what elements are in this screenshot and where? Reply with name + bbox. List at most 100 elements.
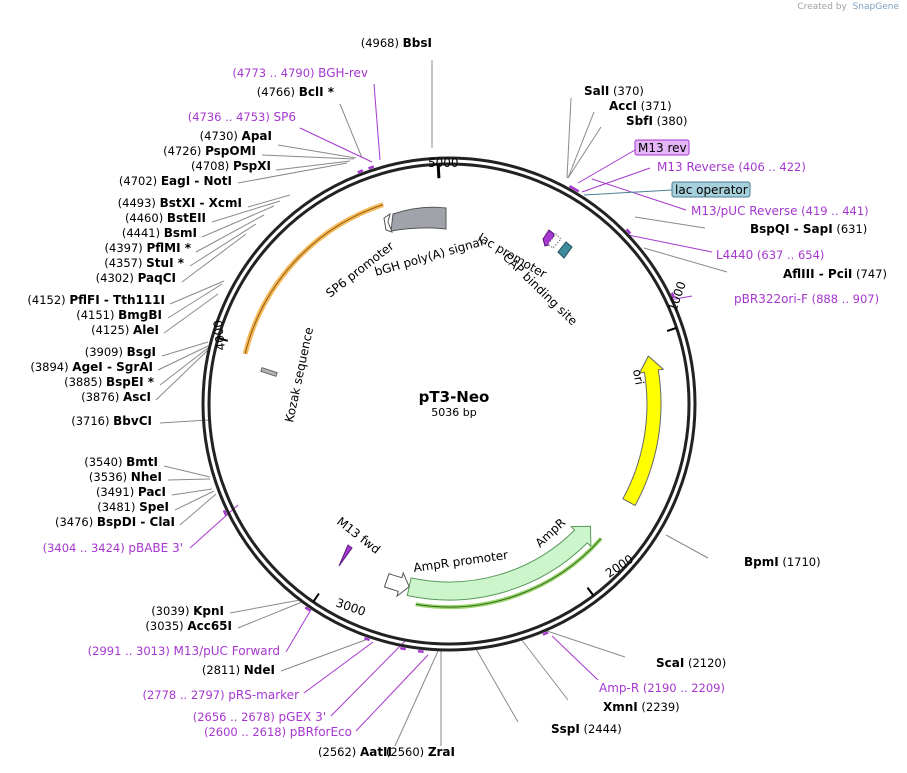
enzyme-position: (3894) bbox=[30, 360, 72, 374]
primer-site-sp6[interactable]: (4736 .. 4753) SP6 bbox=[188, 110, 296, 124]
enzyme-name: StuI * bbox=[146, 256, 185, 270]
primer-site-m13-reverse[interactable]: M13 Reverse (406 .. 422) bbox=[657, 160, 806, 174]
leader-line-acci bbox=[567, 111, 595, 179]
leader-line-bbvci bbox=[159, 419, 209, 424]
enzyme-site-bspqi-sapi[interactable]: BspQI - SapI (631) bbox=[750, 222, 867, 236]
enzyme-site-bspdi-clai[interactable]: (3476) BspDI - ClaI bbox=[55, 515, 175, 529]
enzyme-name: PspOMI bbox=[205, 144, 256, 158]
primer-leader-m13-puc-reverse bbox=[591, 178, 687, 211]
enzyme-name: PflFI - Tth111I bbox=[69, 293, 165, 307]
feature-cap-site-mark[interactable] bbox=[557, 241, 573, 259]
primer-site-m13-puc-reverse[interactable]: M13/pUC Reverse (419 .. 441) bbox=[691, 204, 869, 218]
leader-line-scai bbox=[543, 629, 626, 658]
enzyme-position: (4702) bbox=[119, 174, 161, 188]
enzyme-site-ndei[interactable]: (2811) NdeI bbox=[202, 663, 275, 677]
enzyme-site-pflfi-tth111i[interactable]: (4152) PflFI - Tth111I bbox=[27, 293, 165, 307]
enzyme-site-bpmi[interactable]: BpmI (1710) bbox=[744, 555, 821, 569]
primer-leader-amp-r bbox=[551, 635, 599, 681]
feature-kozak-mark[interactable] bbox=[260, 367, 278, 377]
primer-name: pBABE 3' bbox=[128, 541, 183, 555]
credit-prefix: Created by bbox=[797, 2, 847, 12]
enzyme-site-scai[interactable]: ScaI (2120) bbox=[656, 656, 726, 670]
enzyme-site-label: (3909) BsgI bbox=[85, 345, 156, 359]
enzyme-site-eagi-noti[interactable]: (4702) EagI - NotI bbox=[119, 174, 232, 188]
enzyme-site-nhei[interactable]: (3536) NheI bbox=[89, 470, 162, 484]
enzyme-position: (4397) bbox=[105, 241, 147, 255]
enzyme-site-bsmi[interactable]: (4441) BsmI bbox=[122, 226, 197, 240]
primer-mark-l4440 bbox=[625, 228, 632, 235]
enzyme-site-acc65i[interactable]: (3035) Acc65I bbox=[145, 619, 232, 633]
enzyme-site-aatii[interactable]: (2562) AatII bbox=[318, 745, 392, 759]
enzyme-site-bstxi-xcmi[interactable]: (4493) BstXI - XcmI bbox=[118, 196, 242, 210]
tick-label-4000: 4000 bbox=[211, 319, 228, 351]
enzyme-site-stui[interactable]: (4357) StuI * bbox=[104, 256, 184, 270]
boxed-label-lac-operator[interactable]: lac operator bbox=[671, 181, 751, 198]
enzyme-site-xmni[interactable]: XmnI (2239) bbox=[603, 700, 680, 714]
enzyme-site-sbfi[interactable]: SbfI (380) bbox=[626, 114, 688, 128]
primer-site-prs-marker[interactable]: (2778 .. 2797) pRS-marker bbox=[142, 688, 299, 702]
primer-range: (2600 .. 2618) bbox=[204, 725, 290, 739]
enzyme-site-sali[interactable]: SalI (370) bbox=[584, 84, 644, 98]
primer-site-pgex-3[interactable]: (2656 .. 2678) pGEX 3' bbox=[193, 710, 326, 724]
primer-site-amp-r[interactable]: Amp-R (2190 .. 2209) bbox=[599, 681, 725, 695]
enzyme-position: (4730) bbox=[200, 129, 242, 143]
primer-site-pbabe-3[interactable]: (3404 .. 3424) pBABE 3' bbox=[43, 541, 183, 555]
enzyme-site-paqci[interactable]: (4302) PaqCI bbox=[96, 271, 176, 285]
enzyme-site-alei[interactable]: (4125) AleI bbox=[91, 323, 159, 337]
primer-site-pbrforeco[interactable]: (2600 .. 2618) pBRforEco bbox=[204, 725, 352, 739]
leader-line-bmgbi bbox=[167, 283, 223, 319]
primer-site-bgh-rev[interactable]: (4773 .. 4790) BGH-rev bbox=[232, 66, 368, 80]
feature-ampr-promoter-arrow[interactable] bbox=[383, 571, 410, 598]
enzyme-site-bbvci[interactable]: (3716) BbvCI bbox=[71, 414, 152, 428]
leader-line-bcli bbox=[339, 103, 363, 159]
enzyme-site-pspxi[interactable]: (4708) PspXI bbox=[191, 159, 271, 173]
enzyme-site-bsteii[interactable]: (4460) BstEII bbox=[125, 211, 206, 225]
primer-site-l4440[interactable]: L4440 (637 .. 654) bbox=[716, 248, 824, 262]
enzyme-site-bbsi[interactable]: (4968) BbsI bbox=[361, 36, 432, 50]
enzyme-site-kpni[interactable]: (3039) KpnI bbox=[151, 604, 224, 618]
feature-ampr-arrow[interactable] bbox=[406, 525, 592, 601]
enzyme-site-asci[interactable]: (3876) AscI bbox=[81, 390, 151, 404]
enzyme-site-spei[interactable]: (3481) SpeI bbox=[97, 500, 169, 514]
enzyme-site-bsgi[interactable]: (3909) BsgI bbox=[85, 345, 156, 359]
primer-label: (4773 .. 4790) BGH-rev bbox=[232, 66, 368, 80]
feature-sp6-promoter-arrow[interactable] bbox=[383, 212, 393, 233]
primer-leader-sp6 bbox=[299, 127, 373, 163]
enzyme-site-zrai[interactable]: (2560) ZraI bbox=[386, 745, 455, 759]
enzyme-site-label: (4968) BbsI bbox=[361, 36, 432, 50]
enzyme-name: SpeI bbox=[139, 500, 169, 514]
enzyme-site-bmgbi[interactable]: (4151) BmgBI bbox=[76, 308, 162, 322]
enzyme-site-bmti[interactable]: (3540) BmtI bbox=[84, 455, 158, 469]
enzyme-site-label: (3039) KpnI bbox=[151, 604, 224, 618]
enzyme-site-paci[interactable]: (3491) PacI bbox=[96, 485, 166, 499]
leader-line-pspxi bbox=[275, 160, 351, 171]
primer-name: pGEX 3' bbox=[279, 710, 326, 724]
enzyme-site-bcli[interactable]: (4766) BclI * bbox=[257, 85, 335, 99]
primer-site-pbr322ori-f[interactable]: pBR322ori-F (888 .. 907) bbox=[734, 292, 879, 306]
feature-ori-arrow[interactable] bbox=[622, 355, 665, 507]
enzyme-site-label: (4702) EagI - NotI bbox=[119, 174, 232, 188]
leader-line-pflmi bbox=[195, 214, 265, 253]
enzyme-site-afliii-pcii[interactable]: AflIII - PciI (747) bbox=[783, 267, 887, 281]
enzyme-site-agei-sgrai[interactable]: (3894) AgeI - SgrAI bbox=[30, 360, 153, 374]
feature-bgh-polya-mark[interactable] bbox=[390, 206, 447, 232]
enzyme-site-pflmi[interactable]: (4397) PflMI * bbox=[105, 241, 192, 255]
leader-line-sspi bbox=[475, 648, 519, 723]
primer-leader-pbrforeco bbox=[355, 654, 429, 732]
enzyme-name: AgeI - SgrAI bbox=[72, 360, 153, 374]
enzyme-site-label: (3491) PacI bbox=[96, 485, 166, 499]
enzyme-site-acci[interactable]: AccI (371) bbox=[609, 99, 672, 113]
boxed-label-m13-rev[interactable]: M13 rev bbox=[634, 139, 690, 156]
enzyme-site-label: BspQI - SapI (631) bbox=[750, 222, 867, 236]
enzyme-site-bspei[interactable]: (3885) BspEI * bbox=[64, 375, 155, 389]
enzyme-site-label: (4357) StuI * bbox=[104, 256, 184, 270]
feature-m13-fwd-arrow[interactable] bbox=[338, 544, 353, 567]
enzyme-site-sspi[interactable]: SspI (2444) bbox=[551, 722, 622, 736]
enzyme-site-pspomi[interactable]: (4726) PspOMI bbox=[163, 144, 256, 158]
leader-line-alei bbox=[163, 293, 219, 334]
primer-leader-bgh-rev bbox=[373, 83, 381, 161]
enzyme-site-apai[interactable]: (4730) ApaI bbox=[200, 129, 272, 143]
plasmid-size: 5036 bp bbox=[431, 406, 476, 419]
primer-site-m13-puc-forward[interactable]: (2991 .. 3013) M13/pUC Forward bbox=[88, 644, 280, 658]
enzyme-position: (4125) bbox=[91, 323, 133, 337]
